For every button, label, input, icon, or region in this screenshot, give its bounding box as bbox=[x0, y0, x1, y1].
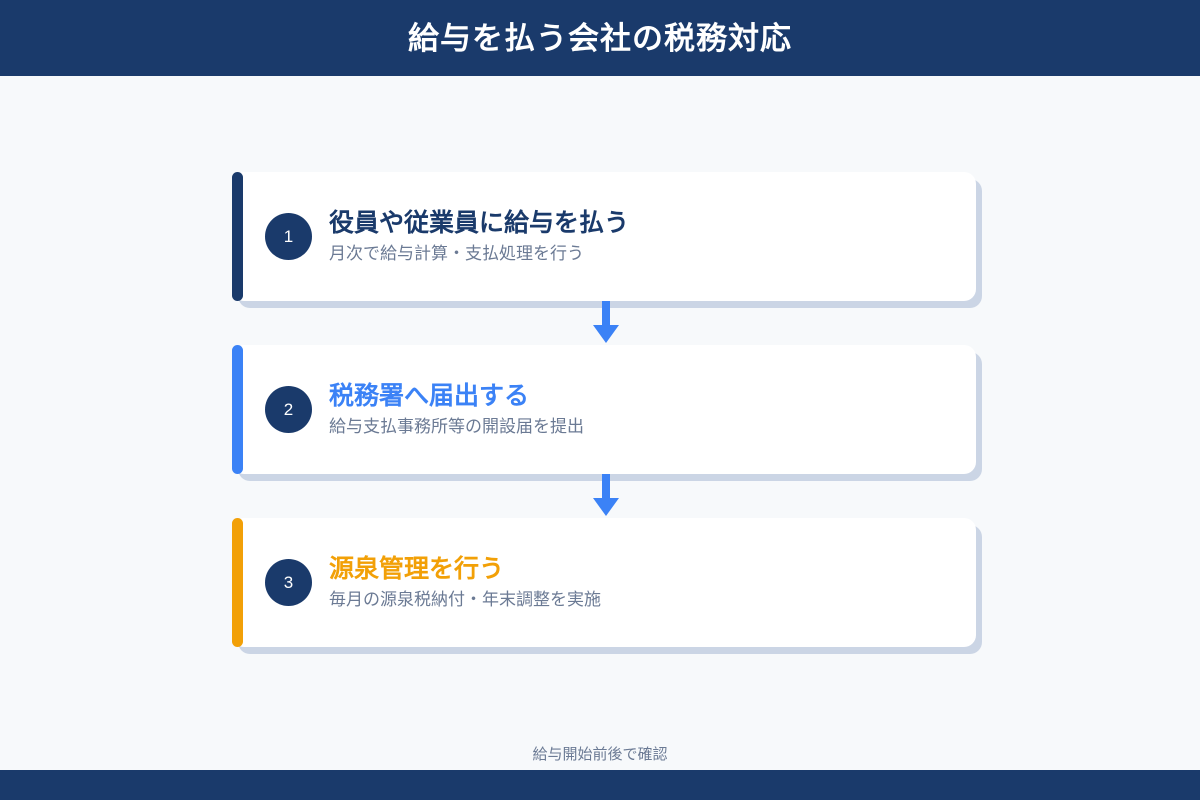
connector-1-2 bbox=[232, 301, 976, 345]
step-number-badge-3: 3 bbox=[265, 559, 312, 606]
step-accent-bar-3 bbox=[232, 518, 243, 647]
header-bar: 給与を払う会社の税務対応 bbox=[0, 0, 1200, 76]
footer-note: 給与開始前後で確認 bbox=[532, 746, 668, 763]
step-subtitle-3: 毎月の源泉税納付・年末調整を実施 bbox=[329, 589, 601, 609]
connector-2-3 bbox=[232, 474, 976, 518]
step-card-1[interactable]: 1 役員や従業員に給与を払う 月次で給与計算・支払処理を行う bbox=[232, 172, 976, 301]
step-card-3[interactable]: 3 源泉管理を行う 毎月の源泉税納付・年末調整を実施 bbox=[232, 518, 976, 647]
step-accent-bar-2 bbox=[232, 345, 243, 474]
footer-bar bbox=[0, 770, 1200, 800]
diagram-stage: 1 役員や従業員に給与を払う 月次で給与計算・支払処理を行う 2 税務署へ届出す… bbox=[0, 76, 1200, 770]
step-text-3: 源泉管理を行う 毎月の源泉税納付・年末調整を実施 bbox=[329, 555, 601, 610]
step-accent-bar-1 bbox=[232, 172, 243, 301]
step-title-2: 税務署へ届出する bbox=[329, 381, 530, 410]
arrow-down-icon bbox=[593, 301, 619, 343]
page-title: 給与を払う会社の税務対応 bbox=[408, 20, 792, 56]
step-title-3: 源泉管理を行う bbox=[329, 554, 505, 583]
step-title-1: 役員や従業員に給与を払う bbox=[329, 208, 630, 237]
step-number-badge-2: 2 bbox=[265, 386, 312, 433]
arrow-down-icon bbox=[593, 474, 619, 516]
step-card-2[interactable]: 2 税務署へ届出する 給与支払事務所等の開設届を提出 bbox=[232, 345, 976, 474]
step-number-badge-1: 1 bbox=[265, 213, 312, 260]
step-subtitle-1: 月次で給与計算・支払処理を行う bbox=[329, 243, 584, 263]
process-flow: 1 役員や従業員に給与を払う 月次で給与計算・支払処理を行う 2 税務署へ届出す… bbox=[232, 172, 976, 647]
step-subtitle-2: 給与支払事務所等の開設届を提出 bbox=[329, 416, 584, 436]
step-text-1: 役員や従業員に給与を払う 月次で給与計算・支払処理を行う bbox=[329, 209, 629, 264]
step-text-2: 税務署へ届出する 給与支払事務所等の開設届を提出 bbox=[329, 382, 584, 437]
